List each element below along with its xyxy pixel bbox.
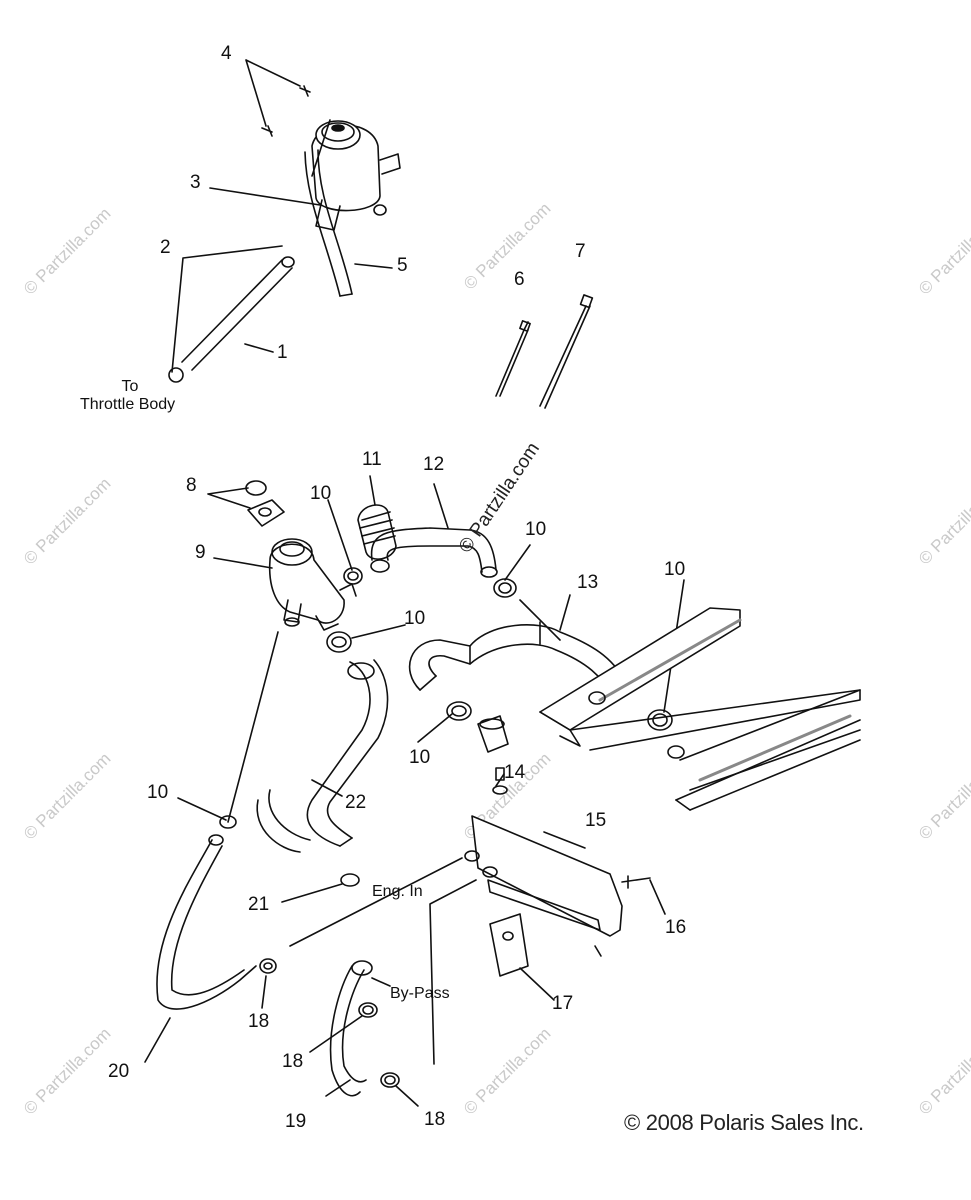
thermostat-housing — [477, 715, 509, 795]
callout: 1 — [277, 342, 288, 363]
callout: 8 — [186, 475, 197, 496]
hose-clamp — [219, 567, 673, 829]
radiator-frame — [539, 607, 861, 811]
engine-plate — [464, 815, 623, 937]
callout: 3 — [190, 172, 201, 193]
callout: 9 — [195, 542, 206, 563]
callout: 20 — [108, 1061, 130, 1082]
corrugated-hose — [357, 504, 397, 560]
radiator-cap — [245, 480, 285, 527]
callout: 12 — [423, 454, 445, 475]
callout: 22 — [345, 792, 367, 813]
callout: 14 — [504, 762, 526, 783]
vent-hose — [304, 149, 353, 297]
callout: 7 — [575, 241, 586, 262]
note-to: To — [121, 378, 139, 395]
callout: 18 — [282, 1051, 304, 1072]
strap — [539, 305, 591, 409]
callout: 16 — [665, 917, 687, 938]
callout: 10 — [664, 559, 686, 580]
callout: 2 — [160, 237, 171, 258]
callout: 15 — [585, 810, 607, 831]
filler-neck — [268, 538, 357, 631]
callout: 10 — [525, 519, 547, 540]
callout: 11 — [362, 449, 382, 470]
note-by-pass: By-Pass — [390, 985, 450, 1002]
callout: 18 — [248, 1011, 270, 1032]
callout: 21 — [248, 894, 270, 915]
upper-hose — [370, 527, 497, 573]
callout: 4 — [221, 43, 232, 64]
copyright: © 2008 Polaris Sales Inc. — [624, 1110, 864, 1135]
callout: 10 — [147, 782, 169, 803]
callout: 10 — [409, 747, 431, 768]
callout: 13 — [577, 572, 599, 593]
note-throttle-body: Throttle Body — [80, 396, 176, 413]
callout: 19 — [285, 1111, 307, 1132]
fill-hose — [181, 259, 293, 371]
return-hose — [329, 965, 367, 1097]
coolant-reservoir — [311, 119, 401, 231]
bypass-hose — [156, 839, 257, 1010]
callout: 10 — [310, 483, 332, 504]
callout: 10 — [404, 608, 426, 629]
callout: 17 — [552, 993, 574, 1014]
callout: 5 — [397, 255, 408, 276]
rubber-bushing — [489, 913, 529, 977]
engine-hose — [306, 659, 389, 847]
note-eng-in: Eng. In — [372, 883, 423, 900]
callout: 6 — [514, 269, 525, 290]
callout: 18 — [424, 1109, 446, 1130]
radiator-hose — [408, 624, 631, 699]
strap — [495, 321, 529, 397]
